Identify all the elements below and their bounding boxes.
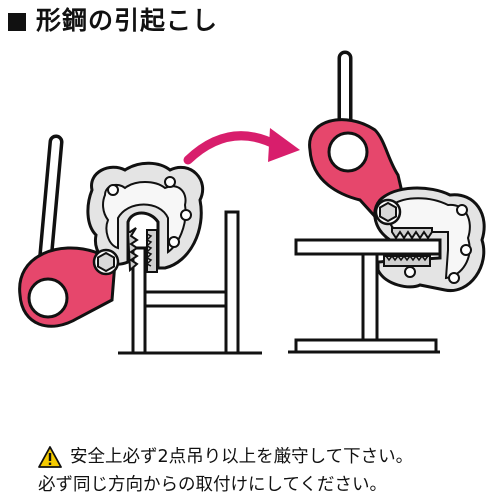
right-clamp-body <box>373 186 486 292</box>
clamp-illustration <box>18 50 486 355</box>
transition-arrow <box>183 128 300 165</box>
warning-icon <box>38 446 62 468</box>
right-scene <box>288 50 486 354</box>
safety-notice: 安全上必ず2点吊り以上を厳守して下さい。 必ず同じ方向からの取付けにしてください… <box>38 443 413 499</box>
square-marker-icon <box>8 13 26 31</box>
left-h-beam <box>131 210 240 355</box>
title-text: 形鋼の引起こし <box>36 6 219 35</box>
notice-line-1: 安全上必ず2点吊り以上を厳守して下さい。 <box>38 443 413 471</box>
notice-text-1: 安全上必ず2点吊り以上を厳守して下さい。 <box>70 447 414 467</box>
notice-text-2: 必ず同じ方向からの取付けにしてください。 <box>38 475 387 495</box>
left-clamp-body <box>86 161 205 276</box>
page-title: 形鋼の引起こし <box>8 4 218 38</box>
right-lifting-ring <box>308 118 407 224</box>
notice-line-2: 必ず同じ方向からの取付けにしてください。 <box>38 471 413 499</box>
left-scene <box>18 134 262 355</box>
